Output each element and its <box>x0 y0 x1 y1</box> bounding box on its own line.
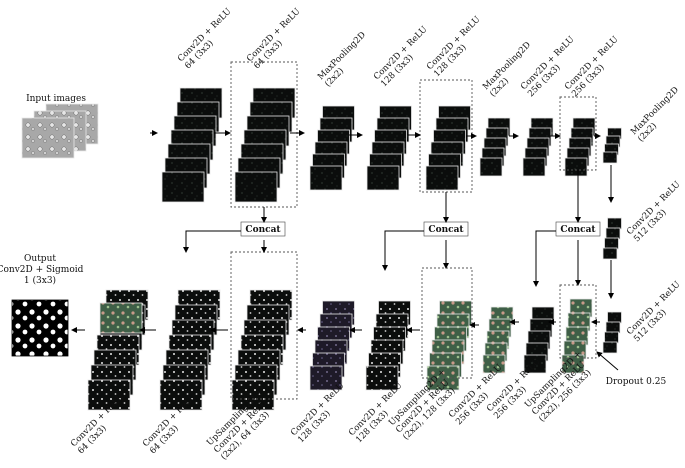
feature-map <box>603 152 617 163</box>
output-title: Output <box>24 254 56 264</box>
enc-conv1b-stack <box>235 88 295 202</box>
label-enc-pool3: MaxPooling2D(2x2) <box>629 85 685 144</box>
feature-map <box>235 172 277 202</box>
enc-pool1-stack <box>310 106 355 190</box>
feature-map <box>603 342 617 353</box>
skip-3-left <box>536 231 556 286</box>
feature-map <box>367 166 399 190</box>
feature-map <box>608 218 622 229</box>
enc-conv2a-stack <box>367 106 412 190</box>
concat-label-2: Concat <box>428 225 464 235</box>
skip-1-left <box>186 231 241 252</box>
enc-pool3-stack <box>603 128 622 163</box>
enc-conv3b-stack <box>565 118 595 176</box>
input-images-label: Input images <box>26 94 86 104</box>
output-map <box>12 300 68 356</box>
feature-map <box>606 322 620 333</box>
bottleneck-conv2-stack <box>603 312 622 353</box>
concat-label-3: Concat <box>560 225 596 235</box>
feature-map <box>480 158 502 176</box>
feature-map <box>605 332 619 343</box>
enc-conv1a-stack <box>162 88 222 202</box>
enc-conv2b-stack <box>426 106 471 190</box>
feature-map <box>523 158 545 176</box>
dec-conv3b-stack <box>483 307 513 373</box>
feature-map <box>608 312 622 323</box>
feature-map <box>22 118 74 158</box>
feature-map <box>100 303 142 333</box>
concat-label-1: Concat <box>245 225 281 235</box>
bottleneck-conv1-stack <box>603 218 622 259</box>
enc-pool2-stack <box>480 118 510 176</box>
output-kernel-label: 1 (3x3) <box>24 275 56 286</box>
output-layer-label: Conv2D + Sigmoid <box>0 265 84 275</box>
feature-map <box>606 228 620 239</box>
feature-map <box>426 166 458 190</box>
feature-map <box>162 172 204 202</box>
arrow-dropout <box>597 352 618 370</box>
label-enc-pool1: MaxPooling2D(2x2) <box>316 30 375 89</box>
feature-map <box>605 238 619 249</box>
feature-map <box>310 166 342 190</box>
dec-conv2b-stack <box>310 301 355 390</box>
input-images-stack <box>22 104 98 158</box>
feature-map <box>565 158 587 176</box>
enc-conv3a-stack <box>523 118 553 176</box>
dropout-label: Dropout 0.25 <box>606 377 667 387</box>
feature-map <box>603 248 617 259</box>
dec-conv2a-stack <box>366 301 411 390</box>
skip-2-left <box>385 231 424 270</box>
output-mask <box>12 300 68 356</box>
